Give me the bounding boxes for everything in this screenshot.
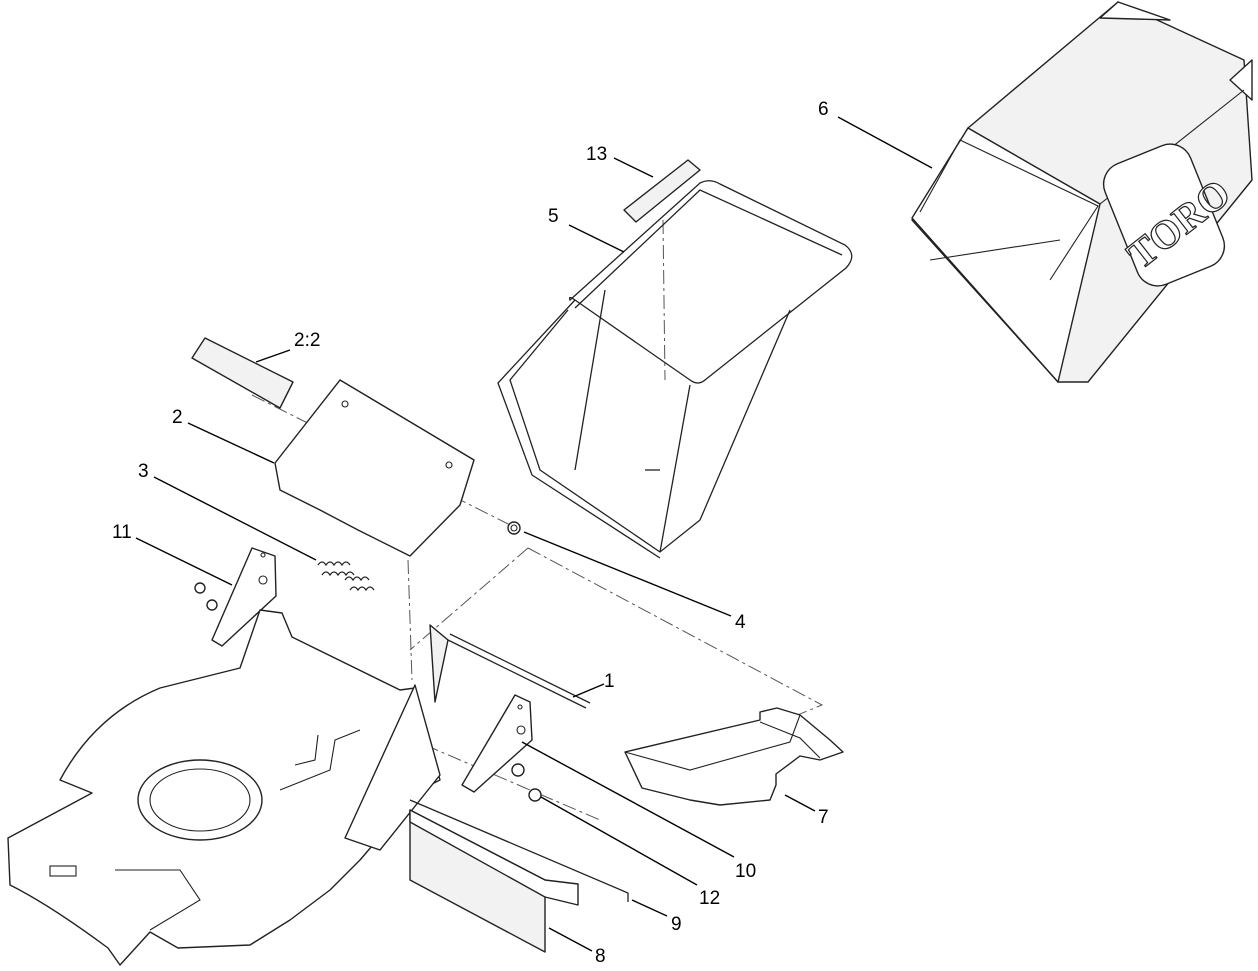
callout-5: 5: [548, 206, 559, 227]
callout-13: 13: [586, 144, 607, 165]
flap-8: [409, 809, 579, 953]
callout-1: 1: [604, 671, 615, 692]
callout-2-2: 2:2: [294, 330, 320, 351]
callout-10: 10: [735, 861, 756, 882]
callout-8: 8: [595, 946, 606, 967]
callout-4: 4: [735, 612, 746, 633]
decal-13: [623, 159, 701, 223]
bracket-11: [194, 547, 277, 647]
callout-12: 12: [699, 888, 720, 909]
discharge-chute-7: [624, 707, 844, 806]
callout-9: 9: [671, 914, 682, 935]
callout-11: 11: [112, 522, 132, 543]
bolts-12: [511, 763, 542, 802]
mower-deck: [7, 609, 441, 966]
callout-7: 7: [818, 807, 829, 828]
rod-1: [429, 624, 591, 709]
callout-labels: 6 13 5 2:2 2 3 11 4 1 7 10 12 9 8: [112, 99, 829, 967]
bag-frame-5: [497, 180, 853, 559]
springs-3: [317, 561, 375, 592]
bracket-10: [461, 694, 533, 793]
leader-lines: [135, 116, 933, 952]
callout-3: 3: [138, 461, 149, 482]
callout-2: 2: [172, 407, 183, 428]
grass-bag-6: TORO: [911, 1, 1253, 383]
nut-4: [507, 521, 521, 535]
decal-2-2: [191, 337, 294, 409]
callout-6: 6: [818, 99, 829, 120]
rear-door-2: [274, 379, 475, 557]
rod-9: [409, 799, 629, 902]
